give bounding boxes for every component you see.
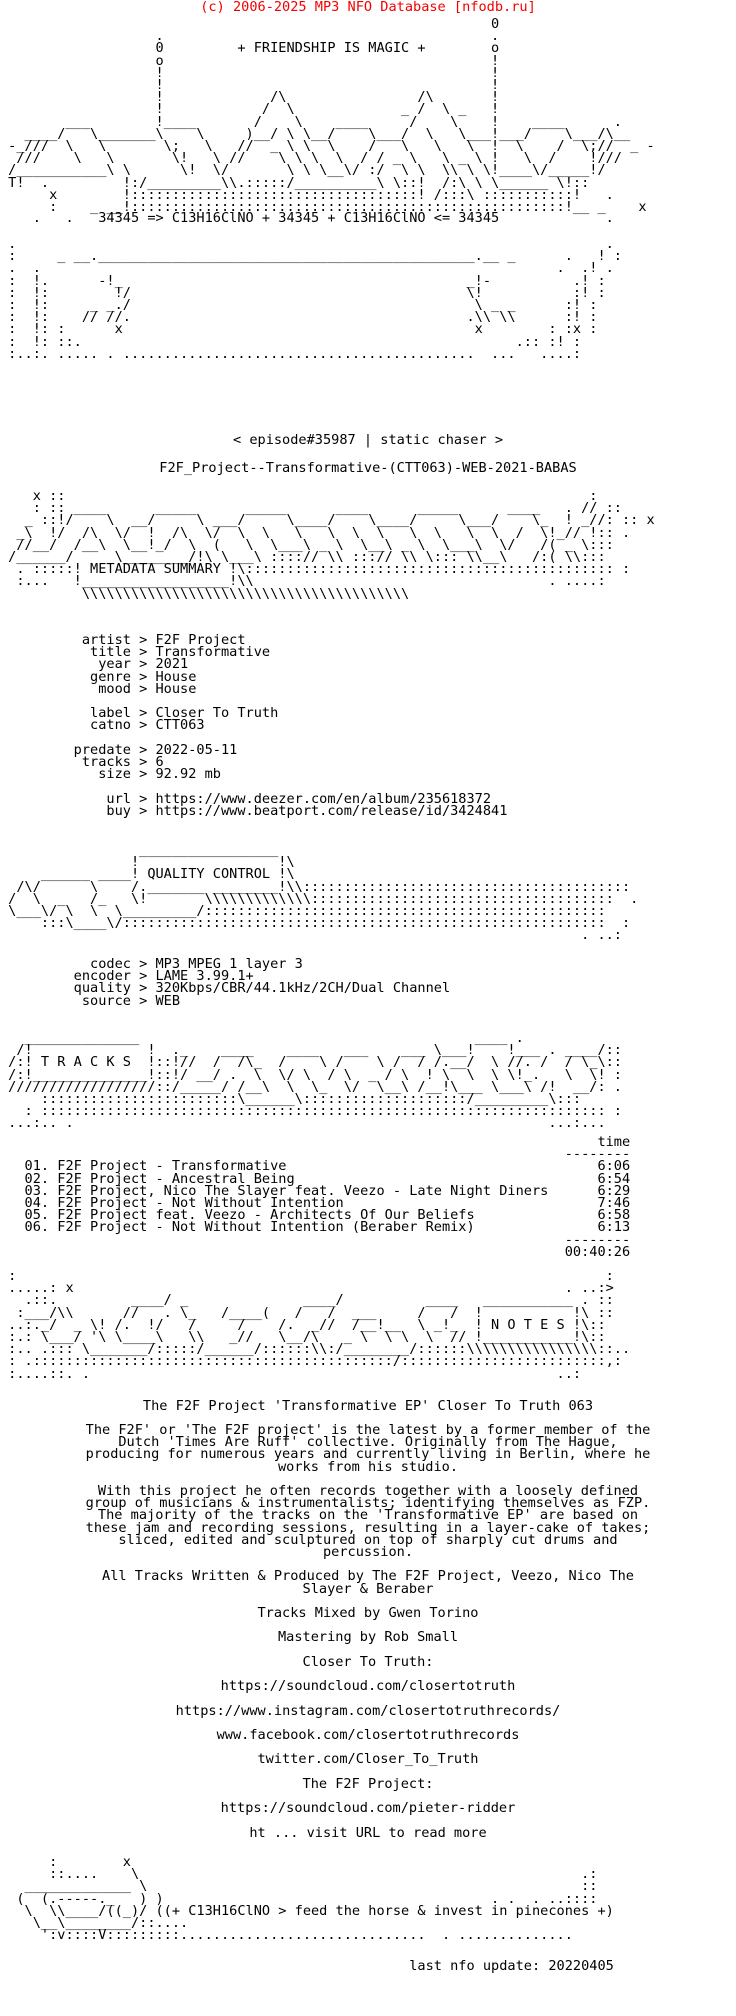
notes-banner: : : .....: x . ..:> .::. ____/ _ ____/: [8, 1268, 631, 1382]
ascii-art-top-banner: 0 . . 0 + FRIENDSHIP IS MAGIC + o o !: [8, 16, 655, 216]
release-name: F2F_Project--Transformative-(CTT063)-WEB…: [159, 460, 577, 476]
formula-line: . . 34345 => C13H16ClNO + 34345 + C13H16…: [0, 210, 614, 226]
quality-fields: codec > MP3 MPEG 1 layer 3 encoder > LAM…: [73, 956, 451, 1009]
quality-banner: _________________ ! !\ ______ ____! QUAL…: [8, 842, 639, 944]
ascii-art-table: . . : _ __._____________________________…: [8, 236, 622, 362]
tracks-banner: ______________ ____ . /! ! ._ ____ ____ …: [8, 1030, 622, 1132]
notes-title: The F2F Project 'Transformative EP' Clos…: [142, 1398, 594, 1414]
notes-body: The F2F' or 'The F2F project' is the lat…: [85, 1422, 651, 1841]
ascii-art-horse: : x ::.... \ .: _____________ \ :: ( (.-…: [16, 1854, 614, 1944]
copyright-header: (c) 2006-2025 MP3 NFO Database [nfodb.ru…: [200, 0, 536, 15]
metadata-fields: artist > F2F Project title > Transformat…: [73, 632, 508, 819]
track-list: time -------- 01. F2F Project - Transfor…: [24, 1134, 631, 1260]
last-update-line: last nfo update: 20220405: [0, 1958, 614, 1974]
metadata-banner: x :: : : :: ____ _____ _____ ____ _____ …: [8, 488, 655, 602]
episode-line: < episode#35987 | static chaser >: [232, 432, 504, 448]
